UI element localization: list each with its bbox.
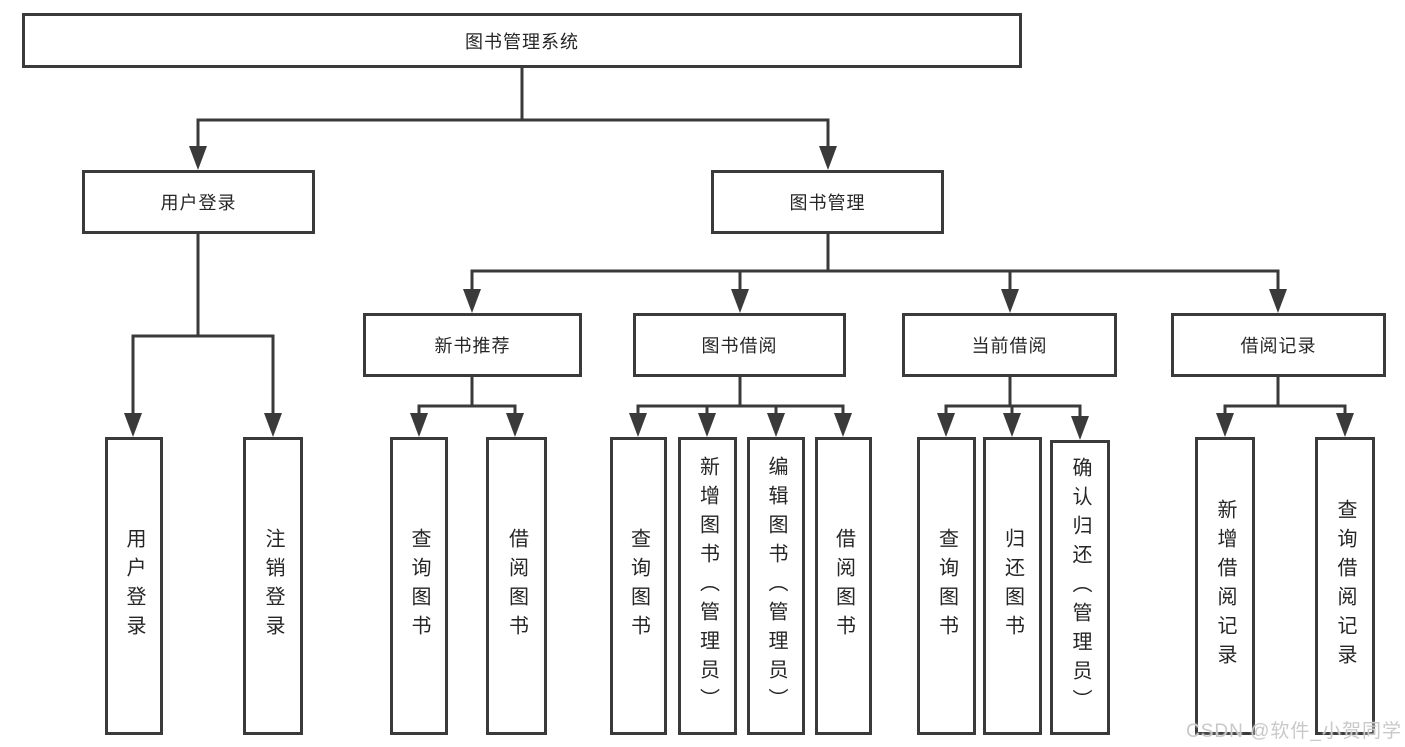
- node-borrowing-records: 借阅记录: [1171, 313, 1386, 377]
- node-current-borrowing: 当前借阅: [902, 313, 1117, 377]
- connector-root-to-level2: [189, 68, 837, 170]
- node-current-borrowing-label: 当前借阅: [971, 336, 1048, 356]
- leaf-query-books-1-label: 查询图书: [408, 528, 430, 644]
- leaf-query-books-3-label: 查询图书: [935, 528, 958, 644]
- node-root: 图书管理系统: [22, 13, 1022, 68]
- node-book-management-label: 图书管理: [789, 193, 866, 213]
- leaf-confirm-return-admin-label: 确认归还（管理员）: [1069, 457, 1091, 718]
- leaf-return-books-label: 归还图书: [1001, 528, 1024, 644]
- leaf-query-books-2: 查询图书: [610, 437, 667, 735]
- connector-user-login-to-leaves: [124, 234, 282, 437]
- leaf-add-books-admin-label: 新增图书（管理员）: [696, 455, 719, 717]
- leaf-user-login: 用户登录: [105, 437, 163, 735]
- leaf-query-books-2-label: 查询图书: [627, 528, 650, 644]
- leaf-add-borrow-record-label: 新增借阅记录: [1214, 499, 1236, 673]
- leaf-query-books-3: 查询图书: [917, 437, 976, 735]
- leaf-query-borrow-record-label: 查询借阅记录: [1334, 499, 1356, 673]
- connector-book-mgmt-to-level3: [463, 234, 1287, 313]
- node-new-book-recommend-label: 新书推荐: [434, 336, 511, 356]
- connector-book-borrow-to-leaves: [629, 377, 852, 437]
- leaf-borrow-books-2-label: 借阅图书: [832, 528, 855, 644]
- node-user-login: 用户登录: [82, 170, 315, 234]
- leaf-query-borrow-record: 查询借阅记录: [1315, 437, 1375, 735]
- leaf-edit-books-admin-label: 编辑图书（管理员）: [765, 455, 787, 717]
- connector-new-books-to-leaves: [410, 377, 524, 437]
- leaf-logout: 注销登录: [243, 437, 303, 735]
- leaf-borrow-books-2: 借阅图书: [815, 437, 872, 735]
- csdn-watermark: CSDN @软件_小贺同学: [1186, 721, 1402, 742]
- node-book-management: 图书管理: [711, 170, 944, 234]
- leaf-confirm-return-admin: 确认归还（管理员）: [1050, 440, 1110, 735]
- leaf-edit-books-admin: 编辑图书（管理员）: [747, 437, 805, 735]
- leaf-borrow-books-1: 借阅图书: [486, 437, 547, 735]
- node-user-login-label: 用户登录: [160, 193, 237, 213]
- leaf-user-login-label: 用户登录: [123, 528, 145, 644]
- connector-current-borrow-to-leaves: [937, 377, 1089, 440]
- connector-borrow-records-to-leaves: [1216, 377, 1354, 437]
- leaf-add-borrow-record: 新增借阅记录: [1195, 437, 1255, 735]
- leaf-query-books-1: 查询图书: [390, 437, 448, 735]
- leaf-add-books-admin: 新增图书（管理员）: [678, 437, 737, 735]
- leaf-logout-label: 注销登录: [262, 528, 284, 644]
- node-new-book-recommend: 新书推荐: [363, 313, 582, 377]
- node-root-label: 图书管理系统: [465, 31, 579, 52]
- node-book-borrowing-label: 图书借阅: [701, 336, 778, 356]
- leaf-return-books: 归还图书: [983, 437, 1042, 735]
- leaf-borrow-books-1-label: 借阅图书: [505, 528, 528, 644]
- node-borrowing-records-label: 借阅记录: [1240, 336, 1317, 356]
- node-book-borrowing: 图书借阅: [633, 313, 846, 377]
